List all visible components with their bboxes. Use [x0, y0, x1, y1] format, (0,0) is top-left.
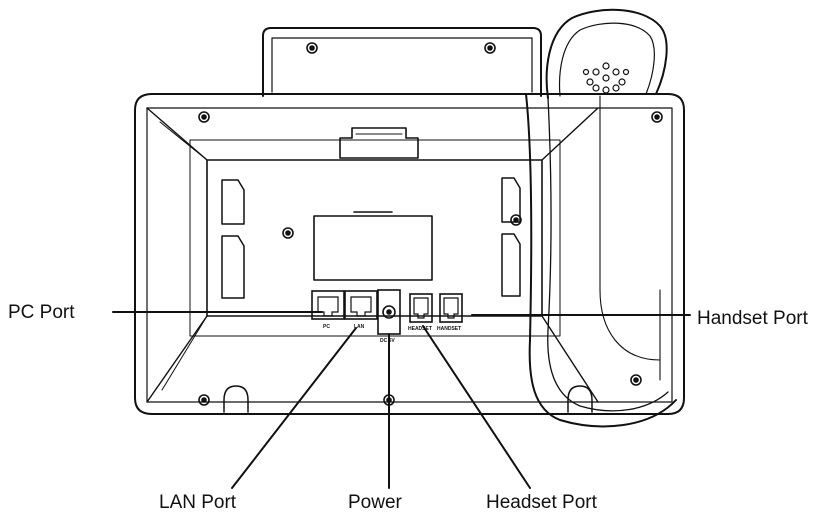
speaker-grille	[582, 62, 630, 94]
handset-earpiece	[545, 8, 668, 99]
phone-body	[134, 93, 685, 415]
handset-body	[525, 93, 677, 428]
pc-port-callout: PC Port	[8, 302, 75, 323]
label-plate	[313, 211, 433, 281]
wall-mount-slots-right	[501, 177, 521, 297]
lan-port-leader	[231, 327, 357, 489]
feet	[223, 385, 593, 413]
hook-tab	[339, 127, 419, 159]
pc-port	[311, 290, 345, 320]
port-panel	[311, 289, 463, 335]
pc-port-label: PC	[323, 324, 330, 330]
headset-port-label: HEADSET	[408, 326, 432, 332]
screw-icons	[198, 42, 663, 406]
lan-port-label: LAN	[354, 324, 365, 330]
headset-port	[409, 293, 433, 323]
lan-port-callout: LAN Port	[159, 492, 237, 513]
headset-port-leader	[422, 325, 531, 489]
power-port-label: DC 5V	[380, 338, 395, 344]
power-callout: Power	[348, 492, 402, 513]
handset-port-callout: Handset Port	[697, 308, 808, 329]
lan-port	[344, 290, 378, 320]
stand	[262, 27, 542, 97]
headset-port-callout: Headset Port	[486, 492, 597, 513]
power-jack	[377, 289, 401, 335]
wall-mount-slots-left	[221, 179, 245, 299]
leader-lines	[112, 311, 691, 489]
handset-port-label: HANDSET	[437, 326, 461, 332]
handset-port	[439, 293, 463, 323]
